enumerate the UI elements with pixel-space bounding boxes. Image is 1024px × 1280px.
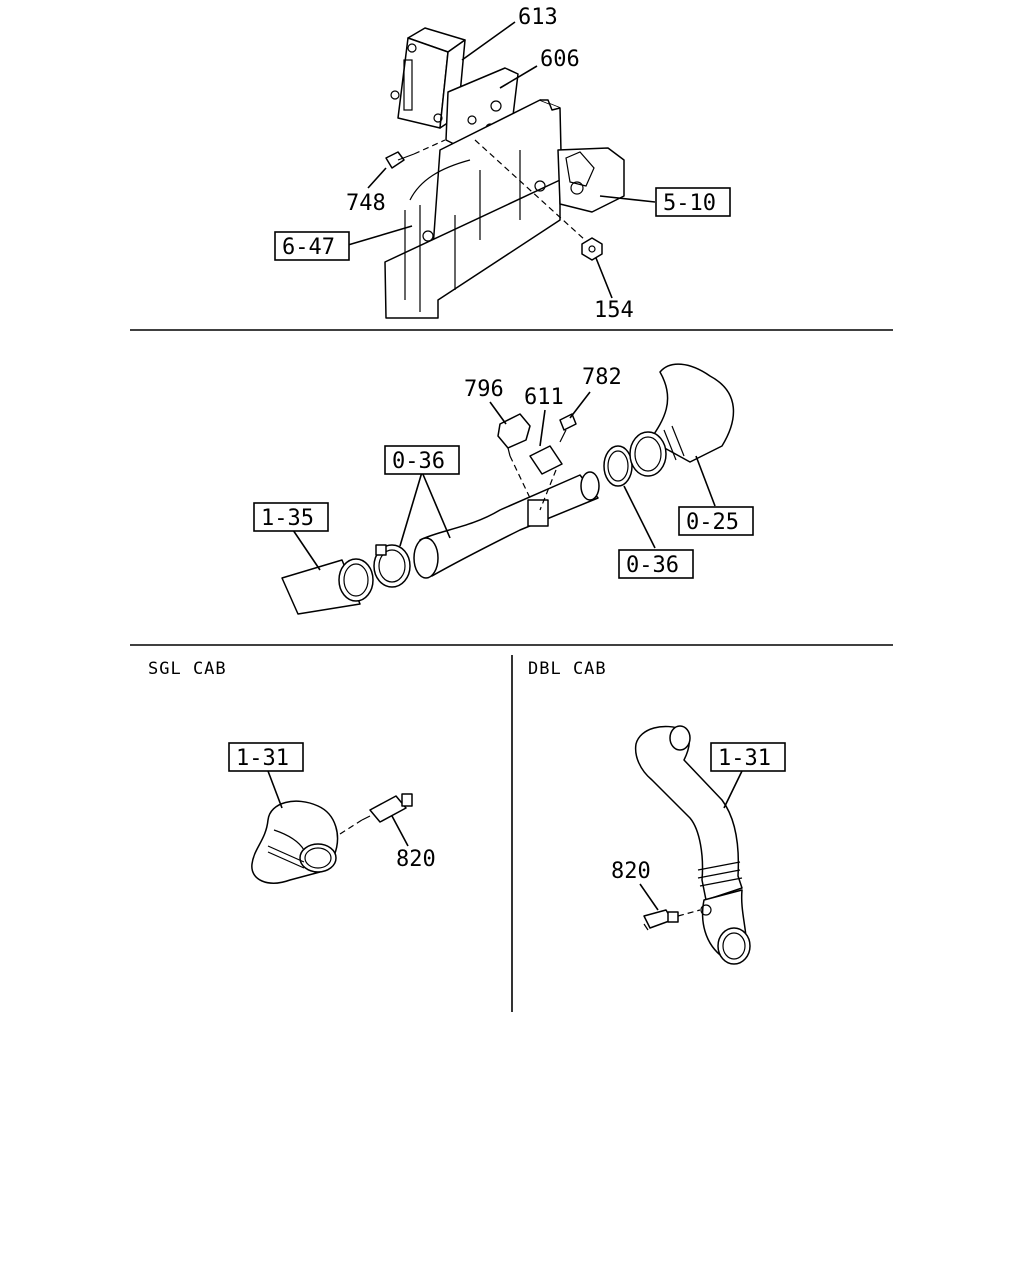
caption-dbl-cab: DBL CAB (528, 659, 607, 679)
ref-box-1-31-sgl (228, 742, 304, 772)
callout-748: 748 (346, 191, 386, 216)
ref-box-5-10 (655, 187, 731, 217)
hose-1-35 (281, 558, 374, 615)
ref-box-0-25 (678, 506, 754, 536)
callout-611: 611 (524, 385, 564, 410)
ref-1-31-sgl: 1-31 (236, 746, 289, 771)
hose-1-31-sgl (251, 800, 339, 884)
hose-1-31-dbl (634, 725, 751, 965)
middle-section: 796 611 782 0-36 1-35 0-25 0-36 (253, 363, 754, 615)
plate-611 (529, 445, 563, 475)
caption-sgl-cab: SGL CAB (148, 659, 227, 679)
ref-box-0-36-top (384, 445, 460, 475)
nut-154 (581, 237, 603, 261)
ref-0-36-top: 0-36 (392, 449, 445, 474)
ref-0-25: 0-25 (686, 510, 739, 535)
ref-1-31-dbl: 1-31 (718, 746, 771, 771)
callout-820-dbl: 820 (611, 859, 651, 884)
clamp-0-36-right (603, 445, 633, 487)
bottom-left-section: SGL CAB 1-31 820 (148, 659, 436, 884)
ref-box-1-31-dbl (710, 742, 786, 772)
ref-6-47: 6-47 (282, 235, 335, 260)
bolt-782 (559, 413, 577, 443)
frame-assembly (384, 99, 625, 319)
bottom-right-section: DBL CAB 1-31 820 (528, 659, 786, 965)
ref-box-1-35 (253, 502, 329, 532)
ref-0-36-bottom: 0-36 (626, 553, 679, 578)
ref-box-6-47 (274, 231, 350, 261)
clamp-0-36-left (373, 544, 411, 588)
sensor-796 (497, 413, 531, 457)
callout-606: 606 (540, 47, 580, 72)
callout-820-sgl: 820 (396, 847, 436, 872)
sensor-820-dbl (643, 909, 679, 931)
bolt-748 (385, 151, 415, 169)
ref-5-10: 5-10 (663, 191, 716, 216)
hose-0-25 (629, 363, 735, 477)
callout-154: 154 (594, 298, 634, 323)
callout-613: 613 (518, 5, 558, 30)
top-section: 613 606 748 154 5-10 6-47 (274, 5, 731, 323)
ref-1-35: 1-35 (261, 506, 314, 531)
ref-box-0-36-bottom (618, 549, 694, 579)
sensor-820-sgl (361, 793, 413, 823)
callout-782: 782 (582, 365, 622, 390)
callout-796: 796 (464, 377, 504, 402)
intake-pipe (413, 471, 600, 579)
